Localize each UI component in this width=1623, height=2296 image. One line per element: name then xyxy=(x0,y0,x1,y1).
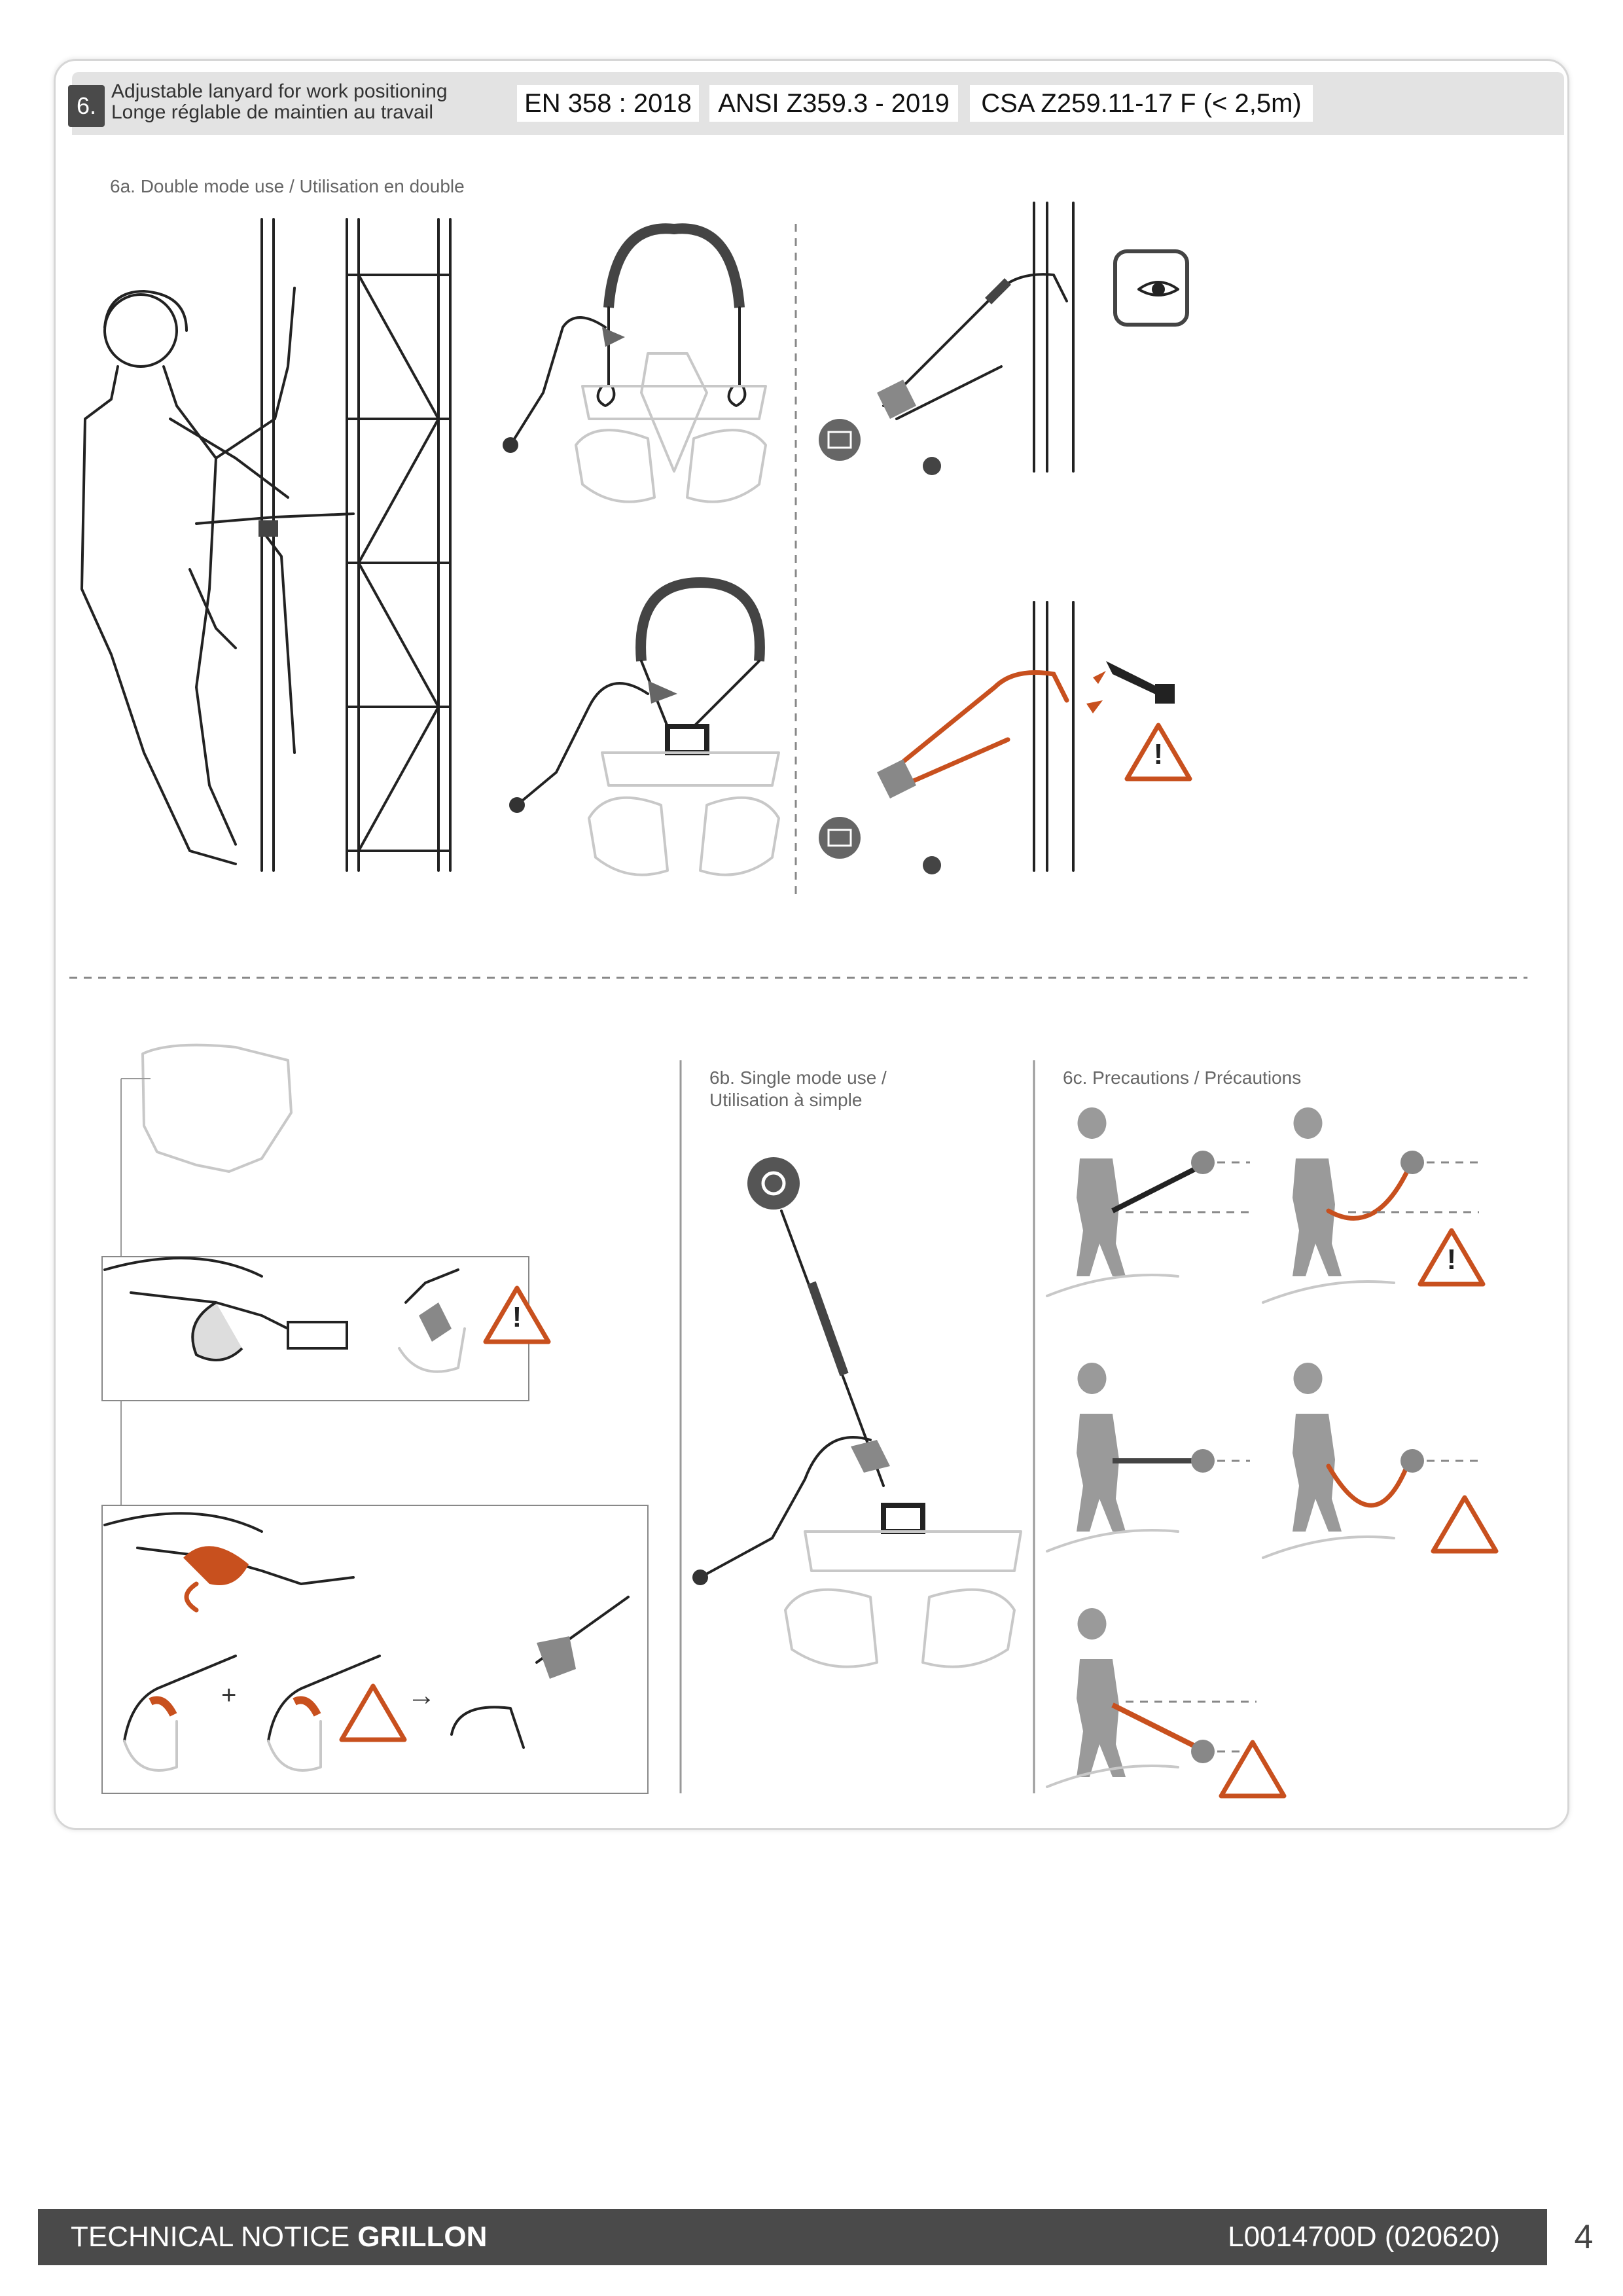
caption-6a: 6a. Double mode use / Utilisation en dou… xyxy=(110,176,465,196)
precautions-illustrations xyxy=(1046,1107,1499,1799)
harness-lanyard-upper xyxy=(503,223,767,503)
standard-csa: CSA Z259.11-17 F (< 2,5m) xyxy=(970,85,1313,122)
page-number: 4 xyxy=(1574,2218,1594,2256)
plus-sign: + xyxy=(221,1681,237,1710)
header-title-en: Adjustable lanyard for work positioning xyxy=(111,81,448,102)
standard-ansi: ANSI Z359.3 - 2019 xyxy=(709,85,958,122)
footer-title-prefix: TECHNICAL NOTICE xyxy=(71,2221,358,2253)
harness-lanyard-lower xyxy=(509,577,780,876)
tower-worker-illustration xyxy=(80,218,452,872)
page-frame xyxy=(54,59,1569,1830)
footer-product-name: GRILLON xyxy=(357,2221,488,2253)
header-title-fr: Longe réglable de maintien au travail xyxy=(111,101,433,123)
footer-title: TECHNICAL NOTICE GRILLON xyxy=(71,2220,487,2254)
connector-panels xyxy=(101,1043,649,1794)
warning-icon: ! xyxy=(1446,1244,1457,1276)
caption-6b-line2: Utilisation à simple xyxy=(709,1090,863,1110)
section-number: 6. xyxy=(68,85,105,127)
warning-icon: ! xyxy=(512,1301,522,1333)
caption-6b-line1: 6b. Single mode use / xyxy=(709,1067,887,1088)
arrow-right-icon: → xyxy=(407,1679,436,1712)
warning-icon: ! xyxy=(1153,738,1164,770)
pole-warning-lower xyxy=(819,601,1192,874)
footer-reference: L0014700D (020620) xyxy=(1228,2221,1500,2253)
single-mode-illustration xyxy=(692,1157,1022,1668)
caption-6c: 6c. Precautions / Précautions xyxy=(1063,1067,1302,1088)
footer-bar xyxy=(38,2209,1547,2265)
standard-en358: EN 358 : 2018 xyxy=(517,85,699,122)
pole-check-upper xyxy=(819,202,1189,475)
